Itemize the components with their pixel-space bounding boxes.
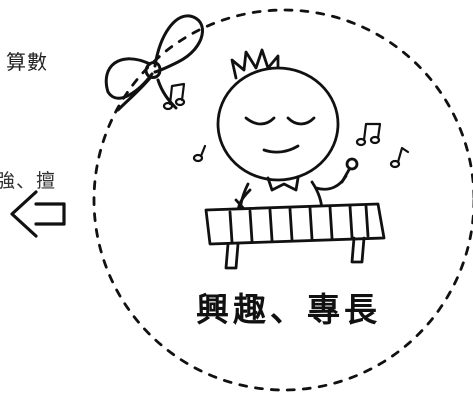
- music-note-icon: [162, 82, 186, 111]
- music-note-icon: [355, 122, 382, 147]
- xylophone-player-illustration: [204, 48, 386, 270]
- music-note-icon: [389, 146, 410, 169]
- music-note-icon: [192, 144, 207, 163]
- ribbon-bow-icon: [104, 14, 204, 112]
- left-label-middle: 強、擅: [0, 170, 57, 192]
- caption-title: 興趣、專長: [196, 290, 381, 329]
- left-label-top: 算數: [6, 50, 48, 74]
- left-arrow-icon: [10, 190, 66, 238]
- dashed-circle: [92, 8, 473, 392]
